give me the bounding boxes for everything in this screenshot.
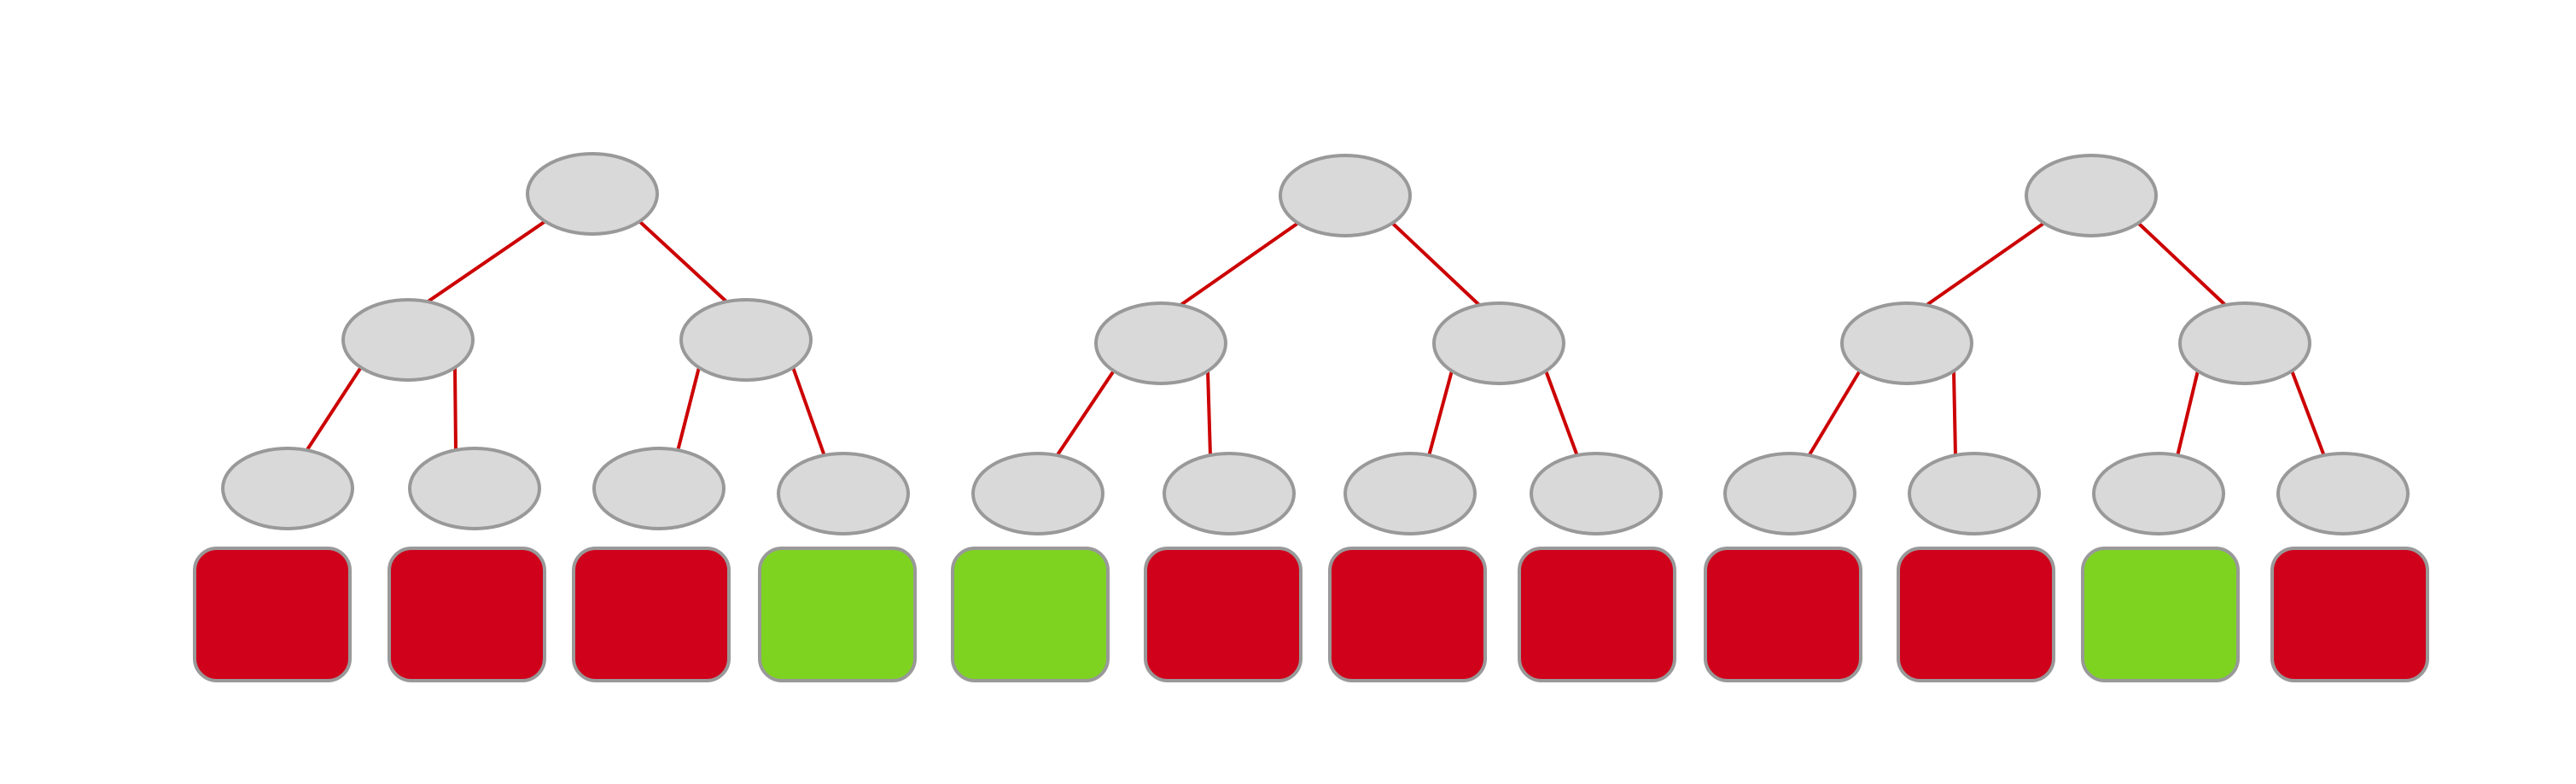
tree-2-root-node: [1279, 154, 1412, 237]
tree-3-mid-node-1: [1840, 301, 1973, 385]
tree-3-leaf-4-red: [2270, 547, 2429, 682]
tree-3-bottom-node-4: [2276, 452, 2410, 535]
tree-3-edge-root-right: [2136, 221, 2228, 307]
tree-1-leaf-3-red: [572, 547, 731, 682]
tree-1-bottom-node-2: [408, 447, 541, 530]
tree-1-bottom-node-4: [777, 452, 910, 535]
tree-3-root-node: [2025, 154, 2158, 237]
tree-2-edge-root-left: [1178, 221, 1300, 307]
tree-1-edge-right-right: [791, 366, 826, 457]
tree-2-edge-left-right: [1206, 370, 1212, 457]
tree-2-edge-left-left: [1055, 369, 1116, 458]
tree-2-mid-node-1: [1094, 301, 1227, 385]
tree-3-edge-root-left: [1924, 221, 2046, 307]
tree-2-edge-right-right: [1544, 370, 1579, 457]
tree-2-leaf-1-green: [951, 547, 1110, 682]
tree-1-bottom-node-3: [592, 447, 726, 530]
tree-3-edge-left-left: [1807, 369, 1862, 458]
tree-2-bottom-node-2: [1163, 452, 1296, 535]
tree-1-leaf-4-green: [758, 547, 917, 682]
tree-3-leaf-3-green: [2081, 547, 2240, 682]
tree-2-bottom-node-1: [971, 452, 1104, 535]
tree-2-edge-right-left: [1427, 370, 1454, 457]
tree-2-leaf-4-red: [1518, 547, 1676, 682]
tree-1-edge-root-left: [425, 219, 547, 304]
tree-2-bottom-node-4: [1530, 452, 1663, 535]
tree-3-edge-right-right: [2290, 370, 2326, 457]
tree-1-mid-node-2: [679, 298, 813, 382]
tree-2-leaf-2-red: [1144, 547, 1303, 682]
tree-1-leaf-1-red: [193, 547, 352, 682]
tree-1-bottom-node-1: [221, 447, 354, 530]
tree-1-edge-root-right: [638, 219, 729, 304]
tree-2-leaf-3-red: [1328, 547, 1487, 682]
tree-1-edge-left-left: [305, 366, 363, 453]
tree-3-bottom-node-2: [1908, 452, 2041, 535]
tree-1-edge-right-left: [676, 366, 701, 452]
tree-1-root-node: [526, 152, 659, 236]
tree-1-mid-node-1: [341, 298, 475, 382]
tree-2-mid-node-2: [1432, 301, 1565, 385]
tree-1-edge-left-right: [453, 366, 458, 452]
tree-3-edge-right-left: [2176, 370, 2200, 457]
tree-2-edge-root-right: [1390, 221, 1482, 307]
tree-3-leaf-1-red: [1704, 547, 1862, 682]
tree-2-bottom-node-3: [1343, 452, 1477, 535]
tree-3-leaf-2-red: [1897, 547, 2055, 682]
tree-3-edge-left-right: [1952, 370, 1957, 457]
tree-3-mid-node-2: [2178, 301, 2311, 385]
tree-3-bottom-node-3: [2092, 452, 2225, 535]
tree-1-leaf-2-red: [388, 547, 546, 682]
tree-3-bottom-node-1: [1723, 452, 1856, 535]
